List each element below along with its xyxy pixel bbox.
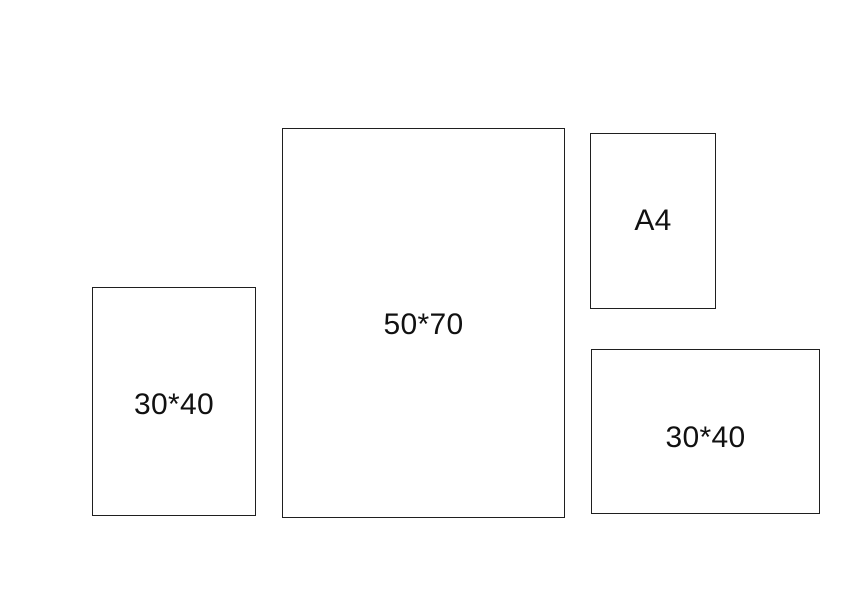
frame-a4: A4 [590, 133, 716, 309]
frame-label-a4: A4 [634, 204, 672, 237]
frame-50x70: 50*70 [282, 128, 565, 518]
frame-label-50x70: 50*70 [383, 308, 464, 341]
frame-30x40-portrait: 30*40 [92, 287, 256, 516]
frame-label-30x40-landscape: 30*40 [665, 420, 746, 454]
frame-label-30x40-portrait: 30*40 [134, 388, 214, 421]
frame-30x40-landscape: 30*40 [591, 349, 820, 514]
